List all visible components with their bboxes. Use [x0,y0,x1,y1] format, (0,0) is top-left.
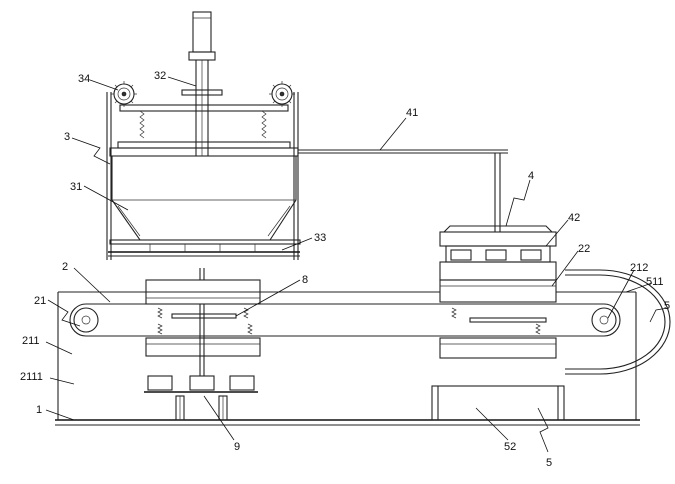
label-21: 21 [34,295,46,307]
vertical-cylinder [181,11,223,156]
press-head [439,225,557,303]
label-511: 511 [646,276,664,288]
label-8: 8 [302,274,308,286]
label-2: 2 [62,261,68,273]
left-press-block [145,268,261,305]
label-34: 34 [78,73,90,85]
lower-block-right [439,337,557,359]
base-plate [55,419,640,426]
label-4: 4 [528,170,534,182]
belt-internals-left [157,307,253,335]
label-5-right: 5 [664,300,670,312]
collection-bin [431,385,565,421]
lower-block-left [145,337,261,357]
label-52: 52 [504,441,516,453]
label-211: 211 [22,335,40,347]
support-frame [57,291,637,420]
center-shaft [199,304,205,376]
motor-group [144,375,258,421]
conveyor-belt [69,303,621,337]
discharge-chute [565,269,671,375]
right-roller [591,307,617,333]
label-32: 32 [154,70,166,82]
label-31: 31 [70,181,82,193]
label-33: 33 [314,232,326,244]
left-roller [73,307,99,333]
label-41: 41 [406,107,418,119]
reference-labels: 34 32 3 31 33 41 4 42 22 212 511 5 2 21 … [20,70,670,469]
right-sprocket [269,81,295,107]
label-9: 9 [234,441,240,453]
label-212: 212 [630,262,648,274]
label-5-bottom: 5 [546,457,552,469]
left-sprocket [111,81,137,107]
label-42: 42 [568,212,580,224]
label-1: 1 [36,404,42,416]
label-2111: 2111 [20,371,43,383]
hopper-assembly [106,92,301,260]
label-3: 3 [64,131,70,143]
connecting-bar [298,149,508,232]
label-22: 22 [578,243,590,255]
belt-internals-right [451,307,547,335]
leader-lines [45,76,669,453]
